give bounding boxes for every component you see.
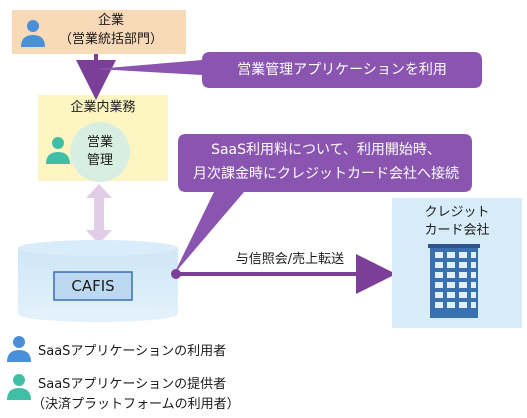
circle-line-1: 営業 bbox=[86, 135, 113, 150]
callout-1-text: 営業管理アプリケーションを利用 bbox=[237, 62, 447, 78]
legend-user-icon bbox=[7, 336, 31, 362]
sales-management-circle bbox=[70, 122, 130, 182]
legend-provider-text-1: SaaSアプリケーションの提供者 bbox=[38, 377, 227, 392]
credit-company-line-1: クレジット bbox=[424, 205, 490, 220]
company-subtitle: （営業統括部門） bbox=[58, 32, 163, 47]
callout-2-line-1: SaaS利用料について、利用開始時、 bbox=[211, 142, 441, 158]
callout-2-anchor bbox=[171, 269, 181, 279]
company-title: 企業 bbox=[97, 13, 124, 28]
circle-line-2: 管理 bbox=[86, 153, 113, 168]
provider-person-icon-business bbox=[46, 137, 70, 164]
legend-user-text: SaaSアプリケーションの利用者 bbox=[38, 344, 227, 359]
user-person-icon-top bbox=[21, 20, 45, 47]
callout-1-bubble bbox=[96, 52, 482, 88]
legend-provider-text-2: （決済プラットフォームの利用者） bbox=[32, 397, 240, 412]
credit-company-line-2: カード会社 bbox=[424, 223, 490, 238]
callout-2-bubble bbox=[174, 134, 472, 274]
cafis-label-box bbox=[53, 271, 133, 301]
business-title: 企業内業務 bbox=[70, 100, 136, 115]
legend-provider-icon bbox=[7, 374, 31, 400]
arrow-label: 与信照会/売上転送 bbox=[235, 252, 345, 267]
cafis-label: CAFIS bbox=[71, 277, 115, 295]
business-cafis-link bbox=[86, 184, 112, 244]
building-icon bbox=[428, 244, 480, 318]
callout-2-line-2: 月次課金時にクレジットカード会社へ接続 bbox=[193, 166, 459, 182]
